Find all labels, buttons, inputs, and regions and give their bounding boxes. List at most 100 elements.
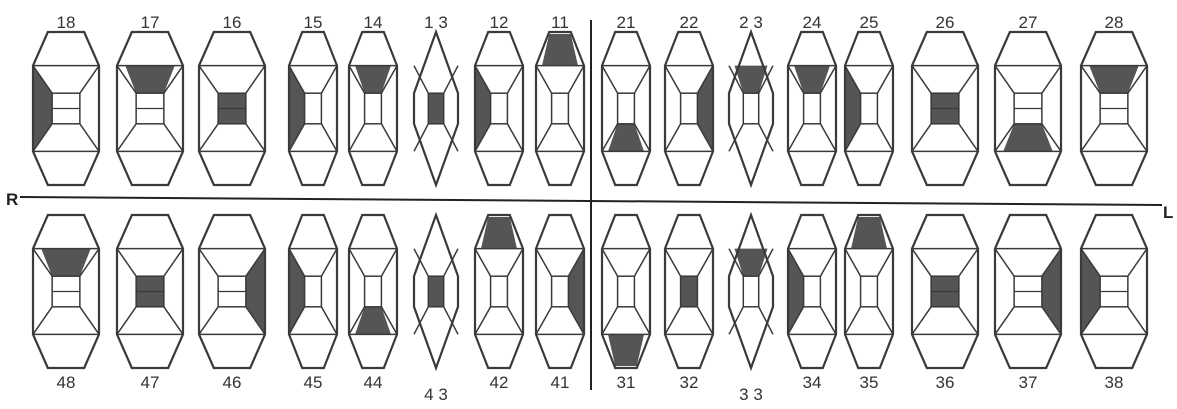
surface-line: [1128, 124, 1147, 152]
shaded-surface: [735, 249, 768, 277]
inner-box: [804, 93, 821, 124]
tooth-43: [414, 215, 458, 368]
tooth-number-upper: 25: [860, 13, 879, 32]
tooth-23: [729, 32, 773, 185]
surface-line: [321, 124, 337, 152]
tooth-outline: [729, 215, 773, 368]
shaded-surface: [428, 93, 443, 124]
tooth-number-upper: 21: [617, 13, 636, 32]
tooth-25: [845, 32, 893, 185]
tooth-22: [665, 32, 713, 185]
tooth-26: [912, 32, 978, 185]
tooth-number-lower: 47: [141, 373, 160, 392]
surface-line: [199, 66, 218, 94]
shaded-surface: [735, 66, 768, 94]
tooth-17: [117, 32, 183, 185]
tooth-number-upper: 27: [1019, 13, 1038, 32]
surface-line: [507, 66, 523, 94]
tooth-41: [536, 215, 584, 368]
left-side-label: L: [1163, 203, 1173, 222]
tooth-18: [33, 32, 99, 185]
inner-box: [618, 276, 635, 307]
shaded-surface: [608, 124, 644, 152]
tooth-number-lower: 45: [304, 373, 323, 392]
tooth-number-lower: 46: [223, 373, 242, 392]
surface-line: [117, 249, 136, 277]
tooth-27: [995, 32, 1061, 185]
tooth-number-lower: 4 3: [424, 385, 448, 404]
inner-box: [305, 93, 322, 124]
surface-line: [1128, 249, 1147, 277]
inner-box: [861, 276, 878, 307]
shaded-surface: [428, 276, 443, 307]
surface-line: [475, 249, 491, 277]
inner-box: [365, 276, 382, 307]
inner-box: [681, 93, 698, 124]
shaded-surface: [681, 276, 698, 307]
tooth-42: [475, 215, 523, 368]
surface-line: [507, 124, 523, 152]
surface-line: [199, 124, 218, 152]
surface-line: [80, 307, 99, 335]
tooth-number-lower: 42: [490, 373, 509, 392]
tooth-number-upper: 12: [490, 13, 509, 32]
inner-box: [305, 276, 322, 307]
surface-line: [697, 249, 713, 277]
tooth-outline: [349, 32, 397, 185]
surface-line: [912, 307, 931, 335]
surface-line: [665, 249, 681, 277]
tooth-48: [33, 215, 99, 368]
surface-line: [536, 66, 552, 94]
surface-line: [665, 307, 681, 335]
surface-line: [536, 249, 552, 277]
surface-line: [665, 124, 681, 152]
tooth-11: [536, 32, 584, 185]
inner-box: [861, 93, 878, 124]
surface-line: [877, 66, 893, 94]
inner-box: [618, 93, 635, 124]
tooth-44: [349, 215, 397, 368]
tooth-number-lower: 3 3: [739, 385, 763, 404]
shaded-surface: [355, 66, 391, 94]
tooth-12: [475, 32, 523, 185]
tooth-37: [995, 215, 1061, 368]
tooth-16: [199, 32, 265, 185]
tooth-number-lower: 38: [1105, 373, 1124, 392]
surface-line: [381, 249, 397, 277]
surface-line: [199, 249, 218, 277]
tooth-outline: [349, 215, 397, 368]
surface-line: [1128, 307, 1147, 335]
tooth-number-upper: 15: [304, 13, 323, 32]
surface-line: [995, 307, 1014, 335]
tooth-number-upper: 24: [803, 13, 822, 32]
inner-box: [491, 276, 508, 307]
tooth-number-upper: 18: [57, 13, 76, 32]
tooth-14: [349, 32, 397, 185]
surface-line: [349, 124, 365, 152]
shaded-surface: [794, 66, 830, 94]
tooth-34: [788, 215, 836, 368]
surface-line: [845, 307, 861, 335]
surface-line: [912, 249, 931, 277]
tooth-47: [117, 215, 183, 368]
inner-box: [804, 276, 821, 307]
tooth-33: [729, 215, 773, 368]
tooth-15: [289, 32, 337, 185]
surface-line: [820, 249, 836, 277]
surface-line: [634, 249, 650, 277]
surface-line: [117, 307, 136, 335]
tooth-35: [845, 215, 893, 368]
surface-line: [959, 307, 978, 335]
surface-line: [1081, 124, 1100, 152]
tooth-number-lower: 44: [364, 373, 383, 392]
surface-line: [321, 249, 337, 277]
inner-box: [491, 93, 508, 124]
tooth-21: [602, 32, 650, 185]
tooth-number-upper: 14: [364, 13, 383, 32]
tooth-28: [1081, 32, 1147, 185]
surface-line: [602, 66, 618, 94]
surface-line: [959, 124, 978, 152]
surface-line: [33, 307, 52, 335]
tooth-number-lower: 35: [860, 373, 879, 392]
